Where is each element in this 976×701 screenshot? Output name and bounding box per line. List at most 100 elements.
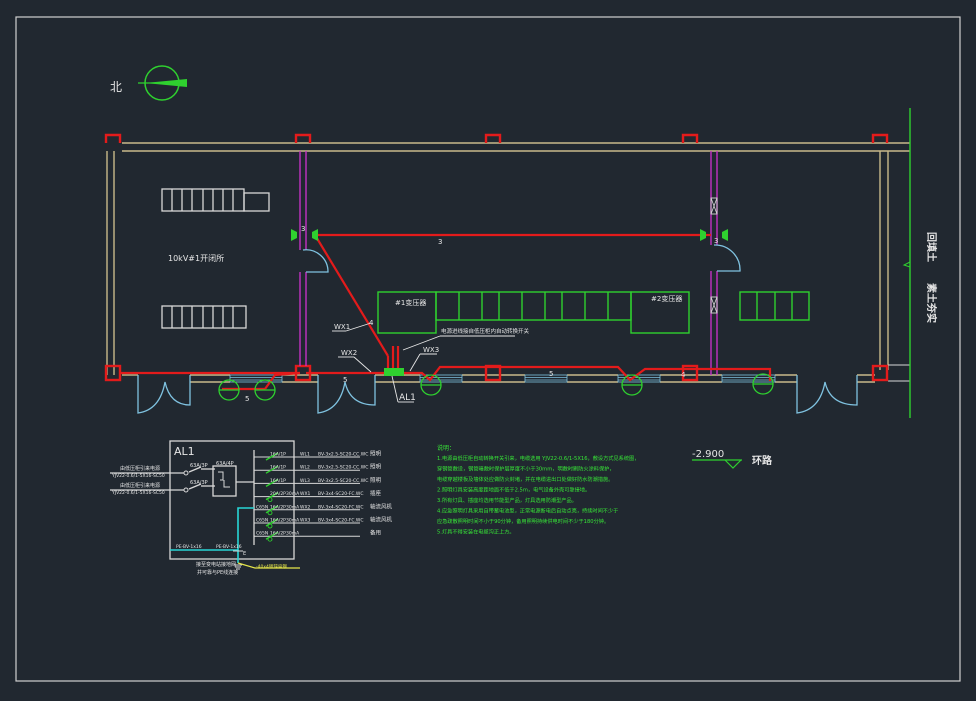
drawing-frame [15,16,961,682]
svg-text:63A/4P: 63A/4P [216,461,234,467]
svg-text:E: E [243,551,246,557]
branch-ma: 30mA [286,491,300,497]
cabinet-note: 电源进线接自低压柜内自动转换开关 [441,327,530,335]
branch-circuit: WL2 [300,465,310,471]
svg-text:63A/3P: 63A/3P [190,480,208,486]
branch-ma: 30mA [286,518,300,524]
branch-rating: 16A/2P [270,531,286,537]
branch-use: 照明 [370,477,382,484]
branch-rating: 16A/1P [270,478,286,484]
conductor-count-bottom-mid2: 5 [549,370,553,378]
note-line: 2.照明灯具安装高度距地面不低于2.5m，电气设备外壳可靠接地。 [437,486,590,494]
conductor-count-diag: 4 [369,319,374,327]
ground-tag: -40x4镀锌扁钢 [256,563,287,570]
branch-type: C65N [256,504,268,510]
branch-circuit: WX1 [300,491,311,497]
branch-rating: 16A/2P [270,504,286,510]
conductor-count-bottom-left: 5 [245,395,249,403]
conductor-count-top-mid: 3 [438,238,442,246]
north-arrow-icon [138,65,187,101]
conductor-count-bottom-right: 4 [681,371,686,379]
schematic-title: AL1 [174,445,195,458]
branch-circuit: WX3 [300,518,311,524]
branch-rating: 20A/2P [270,491,286,497]
branch-use: 插座 [370,489,382,497]
conductor-count-top-left: 3 [301,225,305,233]
branch-cable: BV-3x2.5-SC20-CC.WC [318,452,368,458]
svg-text:PE-BV-1x16: PE-BV-1x16 [216,544,242,550]
conductor-count-bottom-mid1: 5 [343,376,347,384]
branch-circuit: WX2 [300,504,311,510]
design-notes: 说明： 1.电源由低压柜自动转换开关引来，电缆选用 YJV22-0.6/1-5X… [437,444,639,536]
branch-ma: 30mA [286,504,300,510]
ground-note-1: 接至变电站接地网 [196,561,236,568]
branch-circuit: WL1 [300,452,310,458]
branch-use: 轴流风机 [370,502,393,510]
elevation-note: 环路 [752,454,773,467]
branch-cable: BV-3x4-SC20-FC.WC [318,504,364,510]
svg-text:PE-BV-1x16: PE-BV-1x16 [176,544,202,550]
note-line: 穿钢管敷设，钢管暗敷时保护层厚度不小于30mm，明敷时刷防火涂料保护， [437,465,615,473]
branch-rating: 16A/2P [270,518,286,524]
note-line: 电缆穿越楼板及墙体处应做防火封堵，并在电缆进出口处做好防水防潮措施。 [437,475,613,483]
incoming-label-1: 由低压柜引来电源 [120,465,160,472]
note-line: 应急疏散照明时间不小于90分钟，备用照明持续供电时间不少于180分钟。 [437,517,609,525]
panel-al1-label: AL1 [399,393,416,403]
transformer-2-label: #2变压器 [651,294,682,303]
lamp-fixtures [291,229,728,376]
partition-walls [299,151,718,375]
branch-use: 轴流风机 [370,516,393,524]
doors [137,244,858,414]
road-label-top: 回填土 [925,232,938,262]
conductor-count-top-right: 3 [714,237,718,245]
branch-cable: BV-3x2.5-SC20-CC.WC [318,478,368,484]
incoming-label-2: 由低压柜引来电源 [120,482,160,489]
al1-schematic: AL1 63A/4P 63A/3P 63A/3P 由低压柜引来电源 YJV22-… [110,440,300,576]
cable-routes [120,233,772,391]
branch-rating: 16A/1P [270,465,286,471]
branch-rating: 16A/1P [270,452,286,458]
wx2-label: WX2 [341,349,357,357]
wx3-label: WX3 [423,346,439,354]
note-line: 5.灯具不得安装在电缆沟正上方。 [437,528,515,536]
building-walls [106,142,910,383]
lv-cabinet-row [377,291,690,334]
branch-use: 照明 [370,464,382,471]
branch-cable: BV-3x2.5-SC20-CC.WC [318,465,368,471]
room-label: 10kV#1开闭所 [168,253,224,263]
branch-use: 备用 [370,529,381,537]
branch-use: 照明 [370,451,382,458]
branch-circuit: WL3 [300,478,310,484]
branch-type: C65N [256,531,268,537]
transformer-1-label: #1变压器 [395,298,426,307]
road-label-bottom: 素土夯实 [925,283,938,323]
wx1-label: WX1 [334,323,350,331]
branch-cable: BV-3x4-SC20-FC.WC [318,491,364,497]
branch-type: C65N [256,518,268,524]
north-label: 北 [110,80,122,94]
svg-text:63A/3P: 63A/3P [190,463,208,469]
elevation-marker: -2.900 环路 [692,449,773,469]
right-cabinet-group [739,291,810,321]
elevation-value: -2.900 [692,449,724,460]
note-line: 4.应急照明灯具采用自带蓄电池型，正常电源断电后自动点亮，持续时间不少于 [437,507,618,515]
notes-title: 说明： [437,444,455,452]
ground-note-2: 并可靠与PE线连接 [197,569,238,576]
incoming-cable-2: YJV22-0.6/1-5X16-SC50 [111,490,165,496]
exhaust-fans [218,373,774,401]
switchgear-row-top [161,188,270,212]
branch-ma: 30mA [286,531,300,537]
note-line: 3.所有灯具、插座均选用节能型产品，灯具选用防潮型产品。 [437,496,577,504]
branch-cable: BV-3x4-SC20-FC.WC [318,518,364,524]
incoming-cable-1: YJV22-0.6/1-5X16-SC50 [111,473,165,479]
note-line: 1.电源由低压柜自动转换开关引来，电缆选用 YJV22-0.6/1-5X16，敷… [437,454,639,462]
